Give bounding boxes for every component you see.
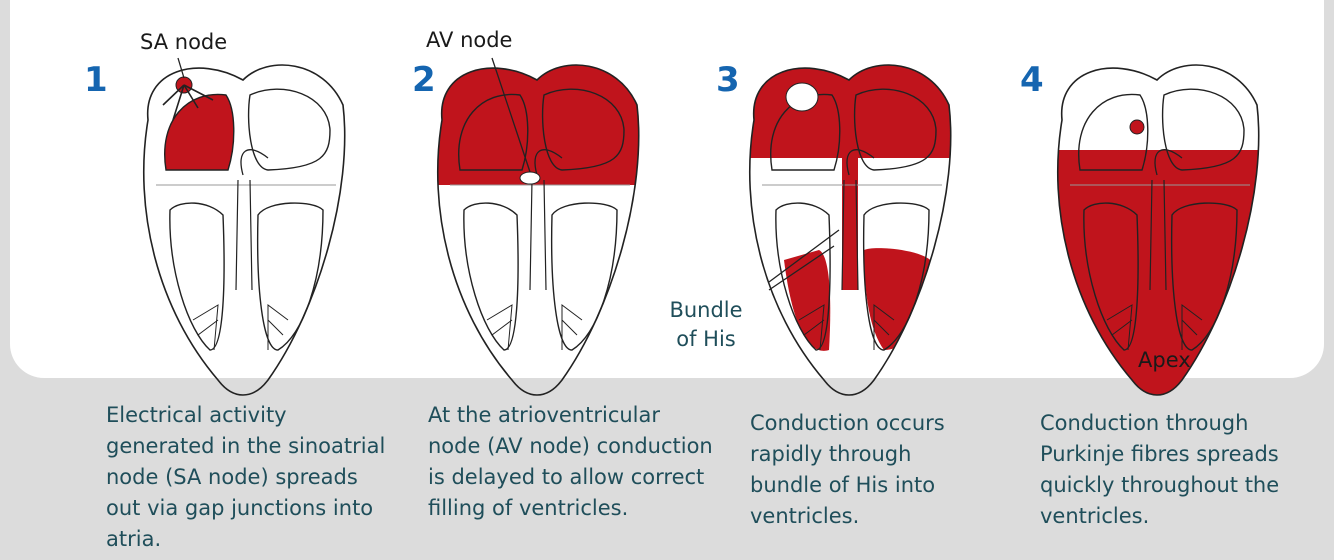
apex-label: Apex [1138,348,1191,372]
heart-stage-3 [724,50,974,410]
excited-atria-region [437,65,639,185]
stage-1-caption: Electrical activity generated in the sin… [106,403,386,551]
stage-3-caption: Conduction occurs rapidly through bundle… [750,411,945,528]
stage-4-caption: Conduction through Purkinje fibres sprea… [1040,411,1280,528]
sa-node-label: SA node [140,30,228,54]
heart-stage-4 [1032,50,1282,410]
excited-atrium-region [164,94,234,170]
stage-number-1: 1 [84,60,108,100]
stage-number-2: 2 [412,60,436,100]
stage-number-3: 3 [716,60,740,100]
stage-number-4: 4 [1020,60,1044,100]
av-node-marker [519,171,541,185]
bundle-of-his-label: Bundle of His [669,298,743,351]
heart-stage-2 [412,50,662,410]
av-node-label: AV node [426,28,513,52]
excited-upper-region [749,65,951,158]
stage-2-caption: At the atrioventricular node (AV node) c… [428,403,713,520]
heart-stage-1 [118,50,368,410]
bundle-of-his-path [842,150,858,290]
